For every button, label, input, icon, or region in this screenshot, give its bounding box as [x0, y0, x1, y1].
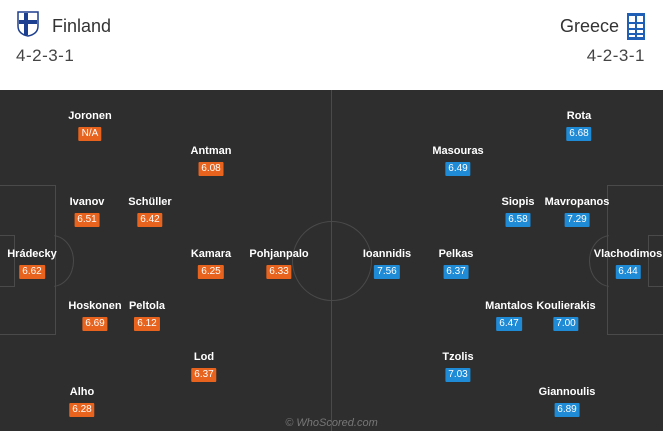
player-rating: 6.68 — [566, 127, 592, 141]
player-rating: 7.29 — [564, 213, 590, 227]
player-rating: 6.28 — [69, 403, 95, 417]
player-rating: 7.03 — [445, 368, 471, 382]
player-card[interactable]: Rota 6.68 — [566, 110, 592, 141]
player-rating: 6.44 — [615, 265, 641, 279]
away-team-name[interactable]: Greece — [559, 16, 619, 36]
player-name: Hoskonen — [68, 300, 122, 312]
player-rating: 6.89 — [554, 403, 580, 417]
player-rating: 6.42 — [137, 213, 163, 227]
player-rating: 6.25 — [198, 265, 224, 279]
player-rating: 6.58 — [505, 213, 531, 227]
player-name: Lod — [193, 351, 215, 363]
player-card[interactable]: Koulierakis 7.00 — [536, 300, 596, 331]
player-card[interactable]: Tzolis 7.03 — [442, 351, 474, 382]
player-name: Mantalos — [485, 300, 533, 312]
player-card[interactable]: Hoskonen 6.69 — [68, 300, 122, 331]
greece-crest-icon — [627, 10, 645, 45]
player-rating: 6.69 — [82, 317, 108, 331]
player-rating: 6.37 — [443, 265, 469, 279]
player-card[interactable]: Vlachodimos 6.44 — [594, 248, 662, 279]
player-name: Koulierakis — [536, 300, 596, 312]
player-name: Hrádecky — [7, 248, 57, 260]
player-name: Ioannidis — [362, 248, 412, 260]
player-rating: 6.12 — [134, 317, 160, 331]
pitch: Joronen N/A Antman 6.08 Ivanov 6.51 Schü… — [0, 90, 663, 431]
finland-crest-icon — [17, 11, 39, 42]
player-rating: 6.62 — [19, 265, 45, 279]
player-rating: 6.08 — [198, 162, 224, 176]
player-name: Kamara — [190, 248, 232, 260]
player-name: Ivanov — [69, 196, 105, 208]
player-name: Schüller — [128, 196, 172, 208]
player-card[interactable]: Peltola 6.12 — [129, 300, 165, 331]
player-rating: 6.49 — [445, 162, 471, 176]
player-rating: 6.37 — [191, 368, 217, 382]
left-goal-box — [0, 235, 15, 287]
watermark: © WhoScored.com — [285, 417, 378, 429]
player-name: Giannoulis — [538, 386, 596, 398]
player-card[interactable]: Joronen N/A — [68, 110, 112, 141]
player-card[interactable]: Pelkas 6.37 — [438, 248, 474, 279]
player-name: Tzolis — [442, 351, 474, 363]
player-rating: 6.47 — [496, 317, 522, 331]
player-card[interactable]: Alho 6.28 — [69, 386, 95, 417]
player-name: Alho — [69, 386, 95, 398]
player-card[interactable]: Mavropanos 7.29 — [544, 196, 610, 227]
player-rating: 6.51 — [74, 213, 100, 227]
player-card[interactable]: Siopis 6.58 — [501, 196, 535, 227]
player-card[interactable]: Masouras 6.49 — [432, 145, 484, 176]
player-name: Siopis — [501, 196, 535, 208]
player-name: Pohjanpalo — [249, 248, 309, 260]
player-name: Vlachodimos — [593, 248, 663, 260]
player-rating: N/A — [78, 127, 102, 141]
right-goal-box — [648, 235, 663, 287]
player-card[interactable]: Mantalos 6.47 — [485, 300, 533, 331]
center-circle — [292, 221, 372, 301]
player-name: Peltola — [128, 300, 166, 312]
player-card[interactable]: Ioannidis 7.56 — [363, 248, 411, 279]
away-formation: 4-2-3-1 — [586, 46, 645, 65]
player-name: Antman — [190, 145, 232, 157]
player-name: Masouras — [432, 145, 484, 157]
player-name: Mavropanos — [544, 196, 610, 208]
player-name: Joronen — [68, 110, 112, 122]
player-card[interactable]: Giannoulis 6.89 — [538, 386, 596, 417]
player-rating: 7.56 — [374, 265, 400, 279]
player-card[interactable]: Kamara 6.25 — [191, 248, 231, 279]
lineup-header: Finland 4-2-3-1 Greece 4-2-3-1 — [0, 0, 663, 86]
player-rating: 7.00 — [553, 317, 579, 331]
home-formation: 4-2-3-1 — [16, 46, 75, 65]
player-rating: 6.33 — [266, 265, 292, 279]
player-card[interactable]: Schüller 6.42 — [128, 196, 172, 227]
player-name: Pelkas — [438, 248, 474, 260]
home-team-name[interactable]: Finland — [52, 16, 112, 36]
player-card[interactable]: Lod 6.37 — [191, 351, 217, 382]
player-card[interactable]: Hrádecky 6.62 — [7, 248, 57, 279]
player-card[interactable]: Ivanov 6.51 — [69, 196, 105, 227]
player-card[interactable]: Pohjanpalo 6.33 — [249, 248, 309, 279]
player-name: Rota — [566, 110, 592, 122]
player-card[interactable]: Antman 6.08 — [190, 145, 232, 176]
